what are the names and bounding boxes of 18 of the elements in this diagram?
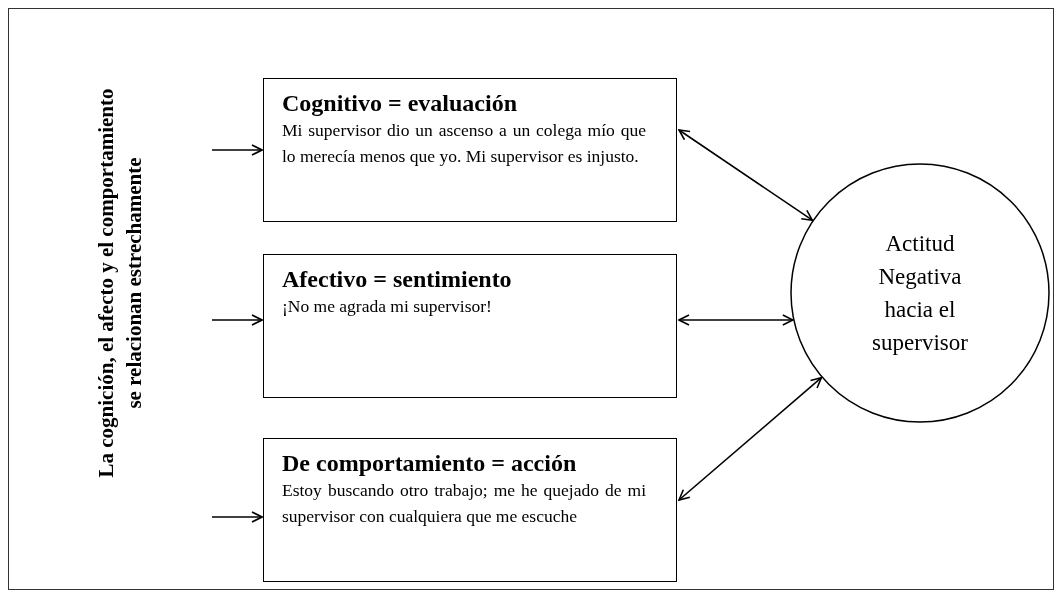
arrow <box>678 314 794 326</box>
box-heading: Afectivo = sentimiento <box>282 265 513 293</box>
attitude-circle <box>790 163 1050 423</box>
box-heading: Cognitivo = evaluación <box>282 89 519 117</box>
component-box <box>263 254 677 398</box>
arrow <box>211 511 263 523</box>
arrow <box>211 314 263 326</box>
component-box <box>263 78 677 222</box>
circle-text: Actitud Negativa hacia el supervisor <box>871 230 969 357</box>
box-heading: De comportamiento = acción <box>282 449 578 477</box>
arrow <box>678 376 823 501</box>
box-description: ¡No me agrada mi supervisor! <box>282 295 493 318</box>
box-description: Estoy buscando otro trabajo; me he quejado de mi supervisor con cualquiera que me escuche <box>282 479 646 528</box>
component-box <box>263 438 677 582</box>
box-description: Mi supervisor dio un ascenso a un colega mío que lo merecía menos que yo. Mi supervisor es injusto. <box>282 119 646 168</box>
arrow <box>678 129 814 221</box>
arrow <box>211 144 263 156</box>
side-label: La cognición, el afecto y el comportamiento se relacionan estrechamente <box>93 87 147 480</box>
